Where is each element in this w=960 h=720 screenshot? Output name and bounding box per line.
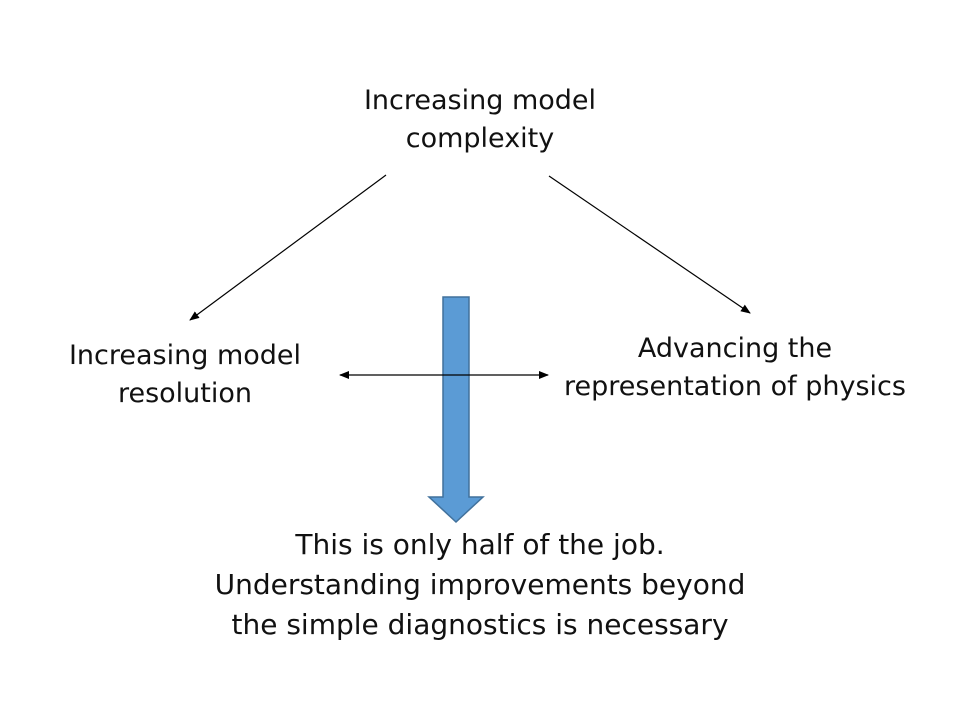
node-text-line: representation of physics: [564, 371, 906, 402]
node-advancing-physics: Advancing the representation of physics: [540, 330, 930, 406]
node-text-line: Increasing model: [68, 340, 302, 371]
node-increasing-complexity: Increasing model complexity: [330, 82, 630, 158]
arrow-complexity-to-physics: [548, 175, 751, 314]
node-text-line: Advancing the: [637, 333, 833, 364]
node-increasing-resolution: Increasing model resolution: [40, 337, 330, 413]
arrow-complexity-to-resolution: [189, 174, 387, 321]
conclusion-line: the simple diagnostics is necessary: [231, 608, 729, 641]
conclusion-line: Understanding improvements beyond: [214, 568, 746, 601]
node-text-line: resolution: [117, 378, 253, 409]
conclusion-text: This is only half of the job. Understand…: [130, 525, 830, 645]
conclusion-line: This is only half of the job.: [295, 528, 665, 561]
big-down-arrow: [427, 296, 485, 524]
node-text-line: complexity: [405, 123, 555, 154]
node-text-line: Increasing model: [363, 85, 597, 116]
